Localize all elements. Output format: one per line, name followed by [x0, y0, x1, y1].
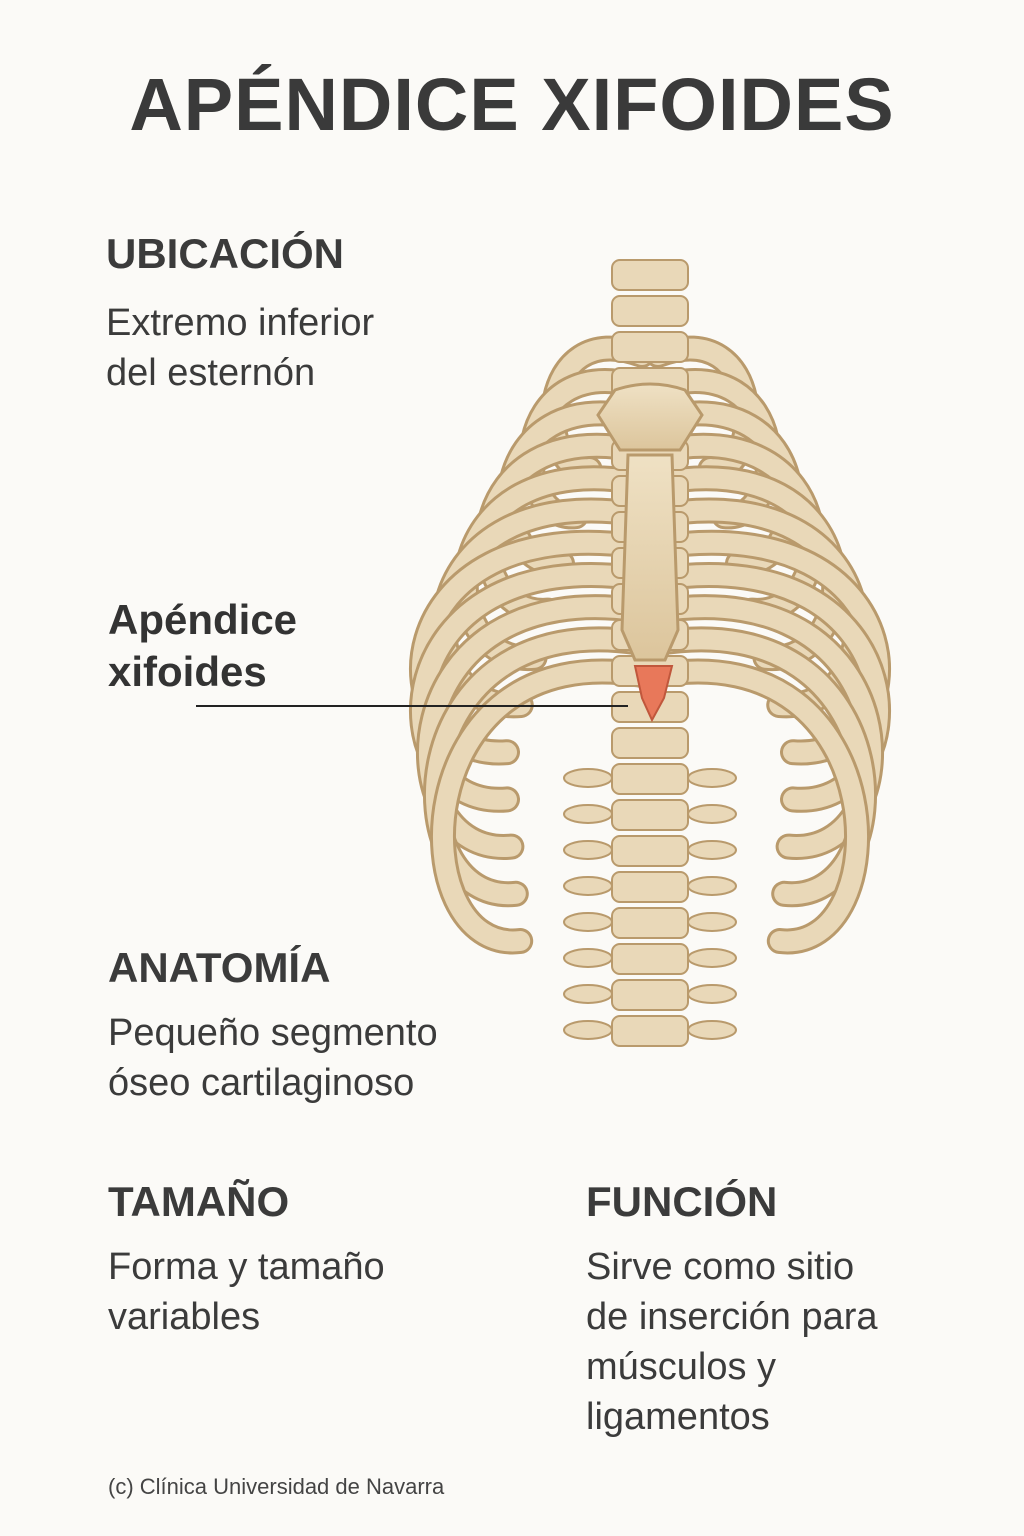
vertebra [611, 907, 689, 939]
transverse-process [687, 948, 737, 968]
transverse-process [563, 948, 613, 968]
transverse-process [687, 1020, 737, 1040]
transverse-process [687, 804, 737, 824]
anatomia-heading: ANATOMÍA [108, 944, 331, 991]
vertebra [611, 943, 689, 975]
transverse-process [687, 912, 737, 932]
tamano-text: Forma y tamaño variables [108, 1246, 385, 1338]
transverse-process [563, 804, 613, 824]
sternum [596, 382, 704, 723]
vertebra [611, 979, 689, 1011]
vertebra [611, 727, 689, 759]
page-title: APÉNDICE XIFOIDES [129, 63, 895, 146]
transverse-process [563, 768, 613, 788]
funcion-heading: FUNCIÓN [586, 1178, 778, 1225]
ubicacion-text: Extremo inferior del esternón [106, 302, 375, 394]
sternum-body [620, 453, 680, 662]
transverse-process [563, 840, 613, 860]
rib-fill [648, 629, 875, 904]
vertebra [611, 835, 689, 867]
manubrium [596, 382, 704, 452]
xiphoid-label: Apéndice xifoides [108, 596, 298, 695]
ribs [409, 335, 891, 955]
anatomia-text: Pequeño segmento óseo cartilaginoso [108, 1012, 438, 1104]
ribcage-illustration [409, 259, 891, 1047]
vertebra [611, 871, 689, 903]
vertebra [611, 331, 689, 363]
rib-fill [425, 629, 652, 904]
rib-fill [648, 597, 881, 857]
credit-text: (c) Clínica Universidad de Navarra [108, 1474, 445, 1499]
funcion-text: Sirve como sitio de inserción para múscu… [586, 1246, 878, 1438]
tamano-heading: TAMAÑO [108, 1178, 290, 1225]
transverse-process [687, 768, 737, 788]
rib-fill [432, 661, 652, 952]
vertebra [611, 295, 689, 327]
transverse-process [563, 876, 613, 896]
transverse-process [687, 840, 737, 860]
leader-line [196, 705, 628, 707]
transverse-process [563, 984, 613, 1004]
ubicacion-heading: UBICACIÓN [106, 230, 344, 277]
rib-fill [419, 597, 652, 857]
rib-fill [648, 661, 868, 952]
vertebra [611, 763, 689, 795]
vertebra [611, 1015, 689, 1047]
transverse-process [687, 876, 737, 896]
transverse-process [563, 912, 613, 932]
vertebra [611, 259, 689, 291]
vertebra [611, 799, 689, 831]
transverse-process [687, 984, 737, 1004]
xiphoid-process [633, 665, 674, 723]
transverse-process [563, 1020, 613, 1040]
